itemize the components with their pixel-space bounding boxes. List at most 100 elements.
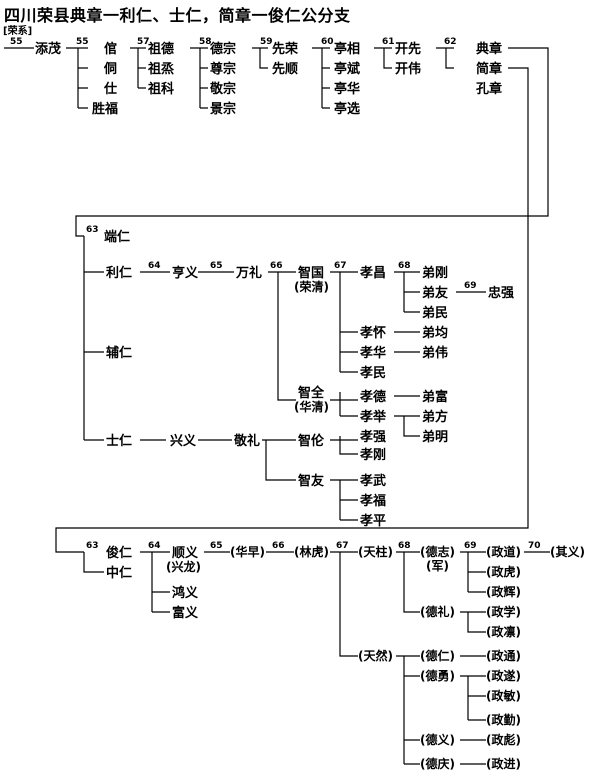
person-hengyi: 亨义 xyxy=(172,265,199,281)
person-deqing: (德庆) xyxy=(420,756,455,770)
person-huazao: (华早) xyxy=(230,544,265,559)
person-dimin: 弟民 xyxy=(422,305,448,321)
person-zuzhang: 祖烝 xyxy=(147,61,175,77)
person-diwei: 弟伟 xyxy=(422,345,448,361)
gen-57-label: 57 xyxy=(137,37,150,47)
person-tingbin: 亭斌 xyxy=(334,61,360,77)
person-jingzong2: 景宗 xyxy=(210,101,236,117)
person-xiaoju: 孝举 xyxy=(359,409,387,425)
person-diyou: 弟友 xyxy=(422,285,448,301)
gen-69-label: 69 xyxy=(464,281,477,291)
gen-60-label: 60 xyxy=(321,37,334,47)
person-duanren: 端仁 xyxy=(104,229,130,245)
person-zhengxue: (政学) xyxy=(486,604,521,619)
person-deren: (德仁) xyxy=(420,648,455,663)
person-hongyi: 鸿义 xyxy=(172,585,199,601)
person-zhilun: 智伦 xyxy=(298,433,325,449)
person-jingli: 敬礼 xyxy=(233,433,260,449)
person-zhengmin: (政敏) xyxy=(486,688,521,703)
person-xianshun: 先顺 xyxy=(272,61,298,77)
person-dianzhang: 典章 xyxy=(476,41,502,57)
person-tianran: (天然) xyxy=(358,648,393,663)
chart-title: 四川荣县典章一利仁、士仁，简章一俊仁公分支 xyxy=(4,6,351,25)
person-shi: 仕 xyxy=(103,81,117,97)
person-xiaowu: 孝武 xyxy=(359,473,386,489)
person-tianmao: 添茂 xyxy=(35,41,61,57)
gen-69b-label: 69 xyxy=(464,541,477,551)
person-zhongqiang: 忠强 xyxy=(488,285,514,301)
person-tong: 侗 xyxy=(103,61,117,77)
person-zhengdao: (政道) xyxy=(486,544,521,559)
person-zhenghui: (政辉) xyxy=(486,584,521,599)
person-deyong: (德勇) xyxy=(420,668,455,683)
person-xiaohua: 孝华 xyxy=(359,345,386,361)
gen-64b-label: 64 xyxy=(148,541,161,551)
gen-67-label: 67 xyxy=(334,261,347,271)
person-zhiguo: 智国 xyxy=(298,265,324,281)
person-dezhi-alt: (军) xyxy=(426,558,449,573)
person-zhengtong: (政通) xyxy=(486,648,521,663)
person-dezhi: (德志) xyxy=(420,544,455,559)
gen-55-label: 55 xyxy=(10,37,23,47)
person-deyi: (德义) xyxy=(420,732,455,747)
person-shiren: 士仁 xyxy=(106,433,132,449)
person-tianzhu: (天柱) xyxy=(358,544,393,559)
person-dezong: 德宗 xyxy=(210,41,236,57)
person-zhengling: (政凛) xyxy=(486,624,521,639)
person-furen: 辅仁 xyxy=(106,345,132,361)
person-xiaoqiang: 孝强 xyxy=(359,429,386,445)
person-diming: 弟明 xyxy=(422,429,448,445)
gen-66b-label: 66 xyxy=(272,541,285,551)
connector-lines xyxy=(4,47,550,765)
gen-64-label: 64 xyxy=(148,261,161,271)
person-xiaogang: 孝刚 xyxy=(359,447,386,463)
person-liren: 利仁 xyxy=(106,265,132,281)
person-zhenghu: (政虎) xyxy=(486,564,521,579)
gen-58-label: 58 xyxy=(199,37,212,47)
person-shengfu: 胜福 xyxy=(92,101,118,117)
lineage-tag: [荣系] xyxy=(3,26,33,37)
person-digang: 弟刚 xyxy=(422,265,448,281)
person-zude: 祖德 xyxy=(147,41,174,57)
person-junren: 俊仁 xyxy=(106,545,132,561)
person-kaiwei: 开伟 xyxy=(395,61,421,77)
person-xiaomin: 孝民 xyxy=(359,365,386,381)
person-xingyi: 兴义 xyxy=(170,433,197,449)
person-difu: 弟富 xyxy=(422,389,448,405)
gen-63b-label: 63 xyxy=(86,541,99,551)
person-zhiquan-alt: (华清) xyxy=(294,399,329,414)
person-zhiquan: 智全 xyxy=(298,385,325,401)
gen-65-label: 65 xyxy=(210,261,223,271)
person-xiaofu: 孝福 xyxy=(359,493,386,509)
person-tingxiang: 亭相 xyxy=(334,41,360,57)
person-tingxuan: 亭选 xyxy=(334,101,360,117)
person-xiaohuai: 孝怀 xyxy=(359,325,386,341)
person-shunyi: 顺义 xyxy=(172,545,199,561)
person-xiaochang: 孝昌 xyxy=(359,265,386,281)
person-kongzhang: 孔章 xyxy=(476,81,502,97)
person-xiaode: 孝德 xyxy=(359,389,386,405)
gen-70-label: 70 xyxy=(528,541,541,551)
person-zhengsui: (政遂) xyxy=(486,668,521,683)
person-wanli: 万礼 xyxy=(235,265,262,281)
person-xianrong: 先荣 xyxy=(272,41,299,57)
person-xiaoping: 孝平 xyxy=(359,513,386,529)
person-difang: 弟方 xyxy=(422,409,448,425)
person-zhengbiao: (政彪) xyxy=(486,732,521,747)
gen-66-label: 66 xyxy=(270,261,283,271)
person-zhongren: 中仁 xyxy=(106,565,132,581)
gen-67b-label: 67 xyxy=(336,541,349,551)
person-jingzong: 敬宗 xyxy=(209,81,236,97)
person-zhiguo-alt: (荣清) xyxy=(294,279,329,294)
person-tinghua: 亭华 xyxy=(334,81,360,97)
person-deli: (德礼) xyxy=(420,604,455,619)
gen-65b-label: 65 xyxy=(210,541,223,551)
person-qiyi: (其义) xyxy=(550,544,585,559)
person-zunzong: 尊宗 xyxy=(210,61,236,77)
person-linhu: (林虎) xyxy=(294,544,329,559)
person-guan: 倌 xyxy=(104,41,117,57)
person-jianzhang: 简章 xyxy=(476,61,502,77)
gen-55b-label: 55 xyxy=(76,37,89,47)
person-zhengjin: (政进) xyxy=(486,756,521,770)
